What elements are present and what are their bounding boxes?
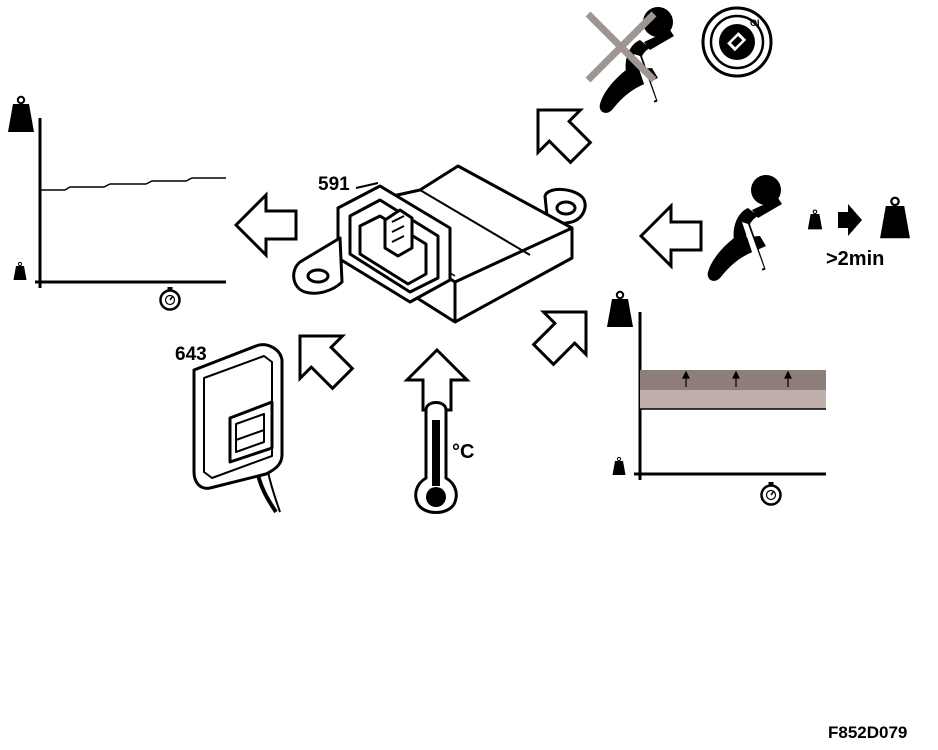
- switch-oi-label: OI: [750, 18, 760, 28]
- temperature-unit-label: °C: [452, 441, 474, 463]
- threshold-band-light: [640, 390, 826, 409]
- seat-sensor: [192, 343, 284, 514]
- seated-passenger-icon: [705, 173, 784, 283]
- weight-icon: [612, 456, 626, 476]
- arrow-icon: [234, 193, 298, 257]
- right-weight-graph: [606, 290, 826, 506]
- weight-icon: [807, 209, 823, 230]
- figure-reference: F852D079: [828, 723, 907, 742]
- arrow-icon: [520, 289, 609, 378]
- clock-icon: [159, 285, 181, 311]
- left-graph-step-line: [40, 177, 226, 191]
- ecu-label: 591: [318, 174, 350, 195]
- left-weight-graph: [7, 95, 226, 311]
- weight-icon: [606, 290, 634, 328]
- arrow-right-icon: [838, 204, 862, 236]
- passenger-airbag-switch-icon: OI: [701, 6, 773, 78]
- weight-icon: [878, 196, 912, 240]
- clock-icon: [760, 480, 782, 506]
- arrow-icon: [405, 348, 469, 412]
- weight-icon: [7, 95, 35, 133]
- airbag-ecu: [292, 164, 587, 324]
- sensor-label: 643: [175, 344, 207, 365]
- threshold-up-arrows: [682, 370, 792, 387]
- passenger-absent-icon: [585, 5, 676, 115]
- threshold-band-dark: [640, 370, 826, 390]
- arrow-icon: [277, 313, 366, 402]
- arrow-icon: [639, 204, 703, 268]
- thermometer-icon: [414, 401, 458, 514]
- arrow-icon: [515, 87, 604, 176]
- weight-icon: [13, 261, 27, 281]
- duration-label: >2min: [826, 248, 884, 270]
